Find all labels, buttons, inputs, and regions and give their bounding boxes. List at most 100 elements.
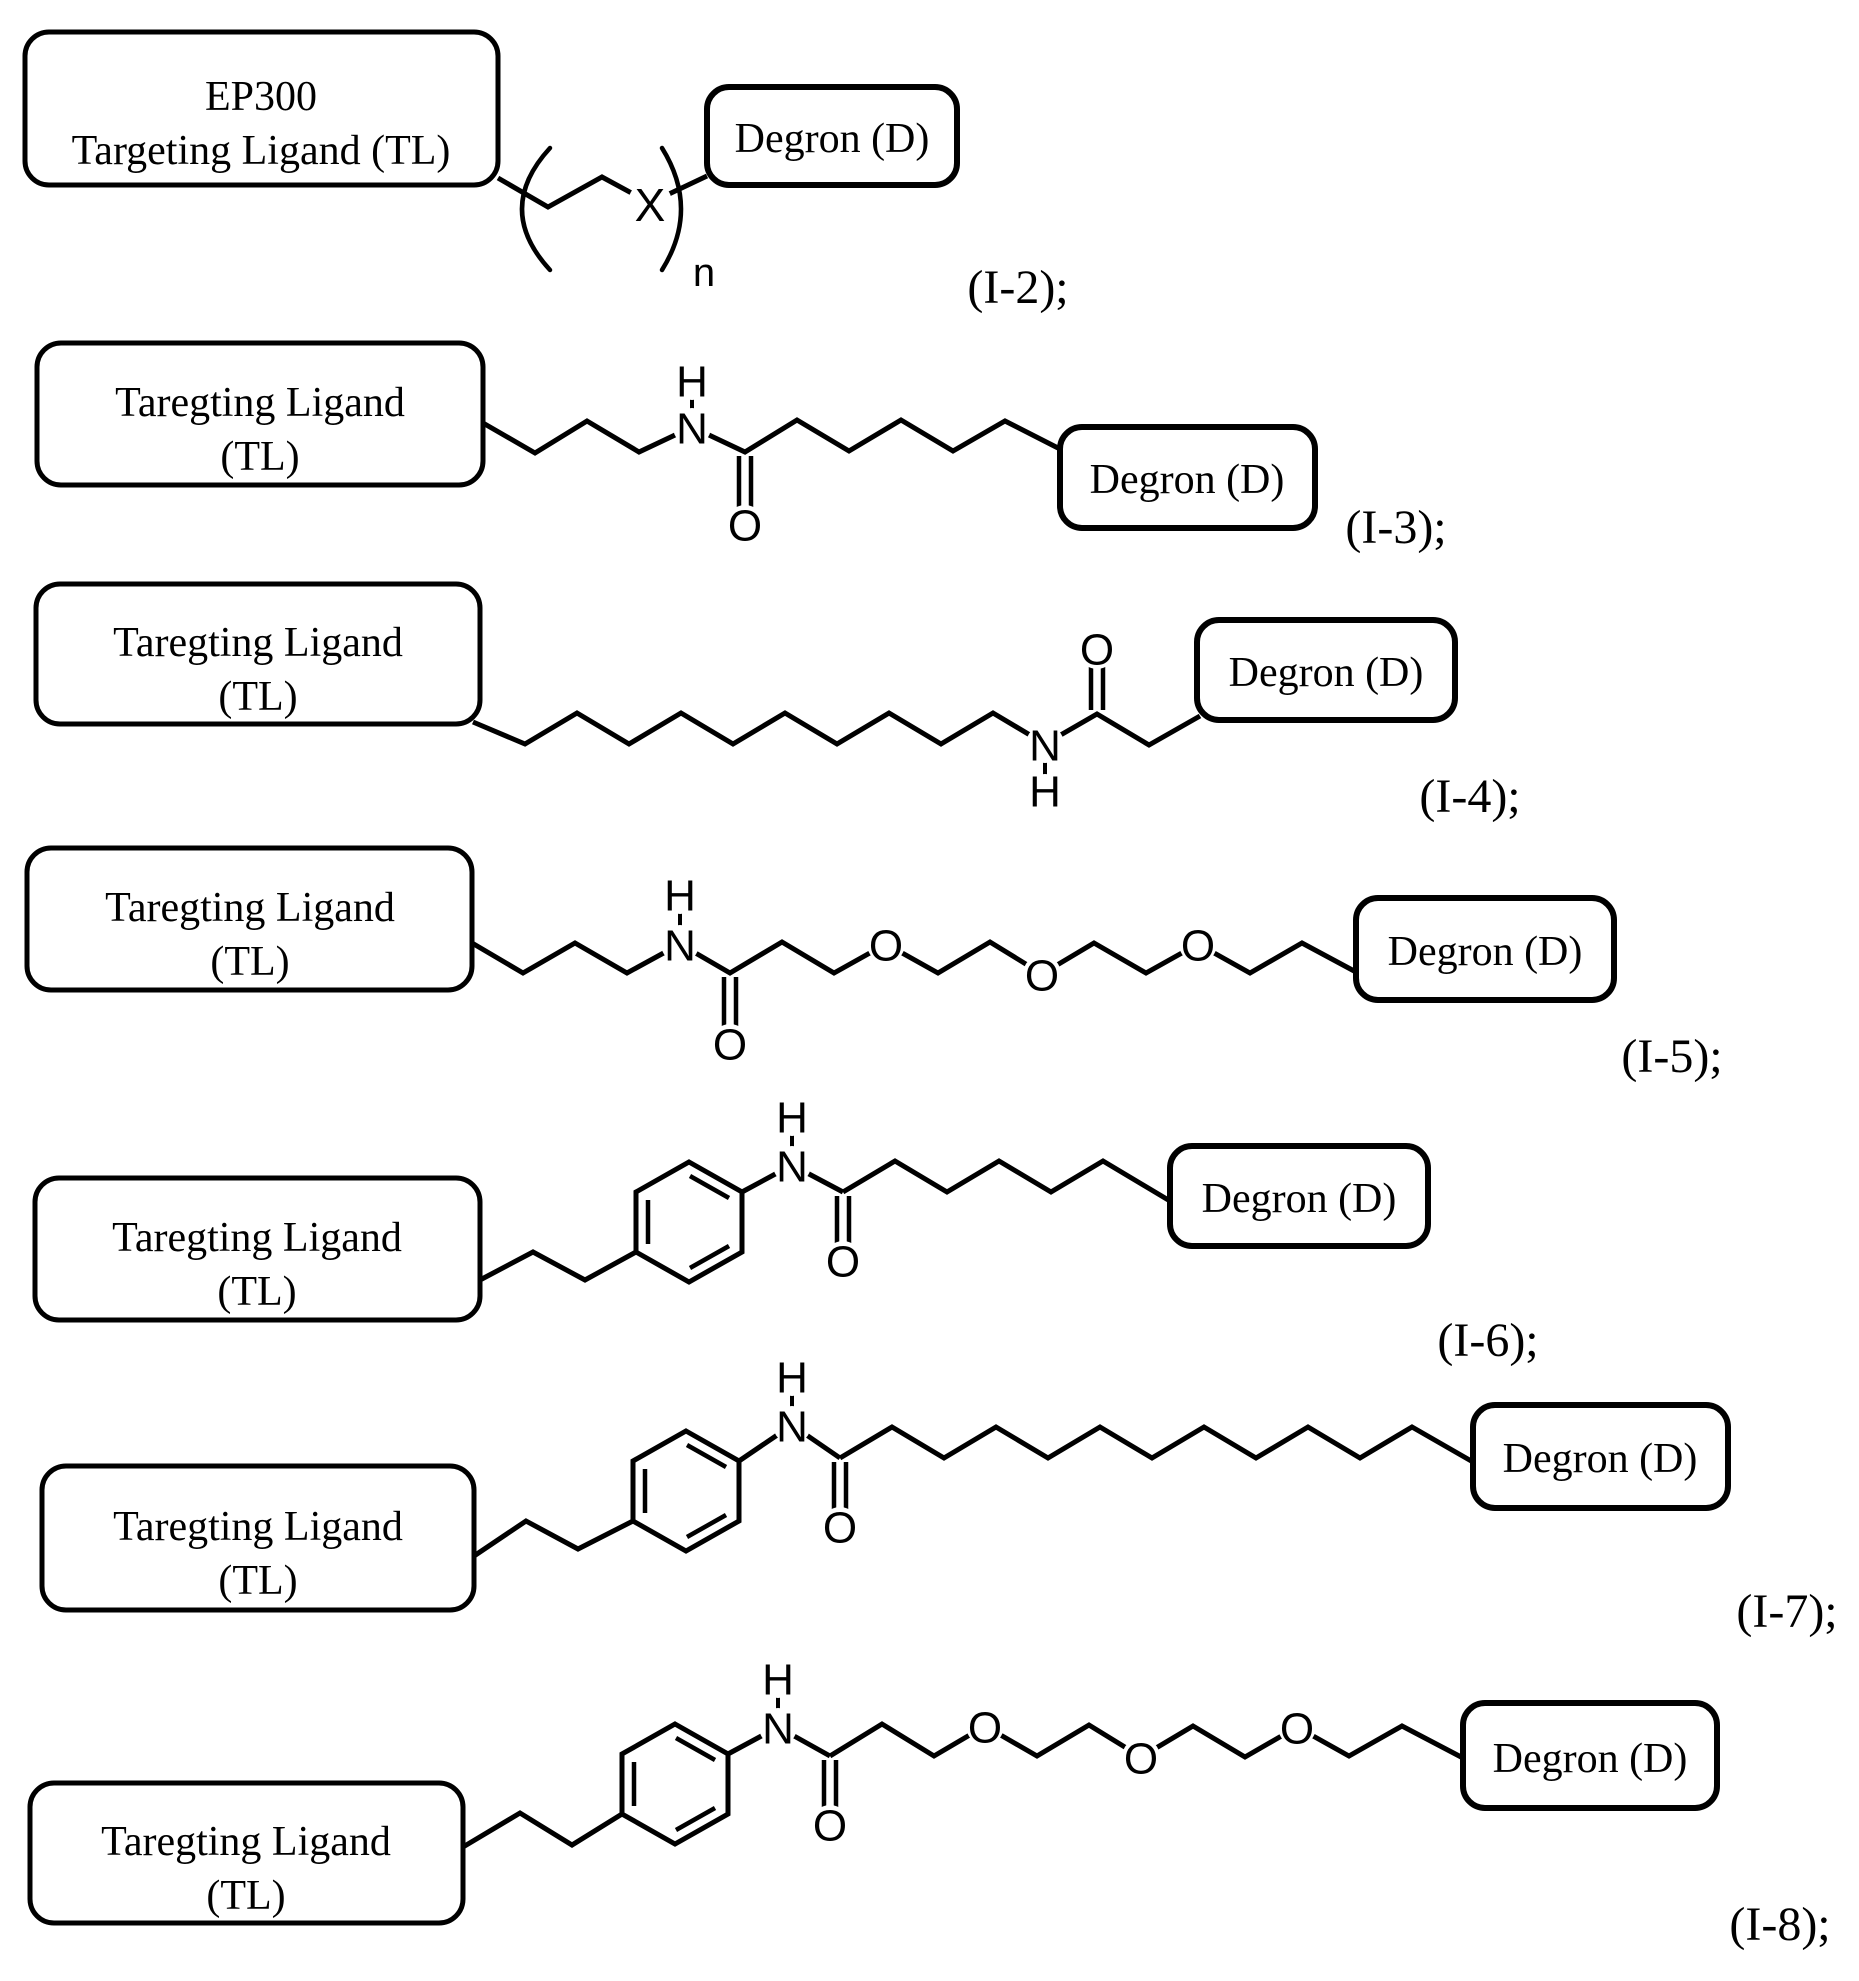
hydrogen-atom: H [664, 872, 696, 921]
oxygen-atom: O [728, 502, 762, 551]
targeting-ligand-box [34, 340, 486, 488]
tl-to-ring-chain [472, 1518, 635, 1559]
targeting-ligand-box [39, 1463, 477, 1613]
atom-mask [776, 1364, 808, 1396]
benzene-ring [622, 1724, 728, 1844]
formula-label: (I-6); [1437, 1314, 1538, 1367]
repeat-subscript-n: n [693, 251, 715, 295]
ether-oxygen-2: O [1124, 1735, 1158, 1784]
atom-mask [664, 882, 696, 914]
nitrogen-atom: N [676, 405, 708, 454]
degron-box [1460, 1700, 1720, 1811]
atom-mask [811, 1805, 849, 1843]
atom-mask [673, 408, 711, 446]
atom-mask [726, 505, 764, 543]
atom-mask [867, 925, 905, 963]
atom-mask [1023, 955, 1061, 993]
formula-label: (I-5); [1621, 1030, 1722, 1083]
formula-label: (I-4); [1419, 770, 1520, 823]
tl-label-line1: Taregting Ligand [112, 1215, 402, 1261]
atom-mask [773, 1146, 811, 1184]
oxygen-atom: O [713, 1021, 747, 1070]
benzene-ring [636, 1162, 742, 1282]
linker-x-atom: X [635, 179, 666, 231]
tl-label-line2: (TL) [220, 434, 299, 480]
ether-oxygen-3: O [1280, 1705, 1314, 1754]
atom-mask [776, 1104, 808, 1136]
alkyl-amide-chain [472, 710, 1202, 748]
atom-mask [1026, 725, 1064, 763]
atom-mask [773, 1406, 811, 1444]
benzene-ring [633, 1431, 739, 1551]
hydrogen-atom: H [1029, 768, 1061, 817]
nitrogen-atom: N [1029, 722, 1061, 771]
degron-box [1470, 1402, 1731, 1511]
left-parenthesis [519, 145, 553, 273]
degron-label: Degron (D) [1493, 1736, 1688, 1782]
formula-label: (I-7); [1736, 1585, 1837, 1638]
atom-mask [966, 1707, 1004, 1745]
degron-label: Degron (D) [1229, 650, 1424, 696]
formula-label: (I-3); [1345, 501, 1446, 554]
oxygen-atom: O [1080, 626, 1114, 675]
targeting-ligand-box [32, 1175, 483, 1323]
nitrogen-atom: N [664, 922, 696, 971]
atom-mask [759, 1708, 797, 1746]
degron-box [704, 84, 960, 188]
structure-I-6: N H O Taregting Ligand (TL) Degron (D) (… [32, 1094, 1539, 1367]
targeting-ligand-box [33, 581, 483, 727]
atom-mask [661, 925, 699, 963]
atom-mask [676, 368, 708, 400]
degron-box [1057, 424, 1318, 531]
right-parenthesis [659, 145, 684, 273]
formula-label: (I-2); [967, 261, 1068, 314]
tl-to-ring-chain [461, 1810, 624, 1850]
hydrogen-atom: H [776, 1094, 808, 1143]
alkyl-chain [841, 1158, 1172, 1204]
atom-mask [628, 181, 672, 225]
targeting-ligand-box [27, 1780, 466, 1926]
tl-label-line2: (TL) [218, 1558, 297, 1604]
alkyl-amide-chain [481, 417, 1060, 456]
nitrogen-atom: N [762, 1705, 794, 1754]
tl-to-ring-chain [478, 1249, 638, 1283]
formula-label: (I-8); [1729, 1898, 1830, 1951]
tl-label-line2: (TL) [206, 1873, 285, 1919]
nitrogen-atom: N [776, 1143, 808, 1192]
oxygen-atom: O [826, 1238, 860, 1287]
oxygen-atom: O [823, 1504, 857, 1553]
atom-mask [1278, 1708, 1316, 1746]
degron-label: Degron (D) [735, 116, 930, 162]
atom-mask [1078, 631, 1116, 669]
degron-label: Degron (D) [1090, 457, 1285, 503]
degron-box [1194, 617, 1458, 723]
structure-I-5: N H O O O O Taregting Ligand (TL) Degron… [24, 845, 1723, 1083]
ether-oxygen-2: O [1025, 952, 1059, 1001]
ether-oxygen-1: O [869, 922, 903, 971]
atom-mask [824, 1241, 862, 1279]
tl-label-line1: EP300 [205, 74, 317, 120]
degron-label: Degron (D) [1503, 1436, 1698, 1482]
atom-mask [1029, 774, 1061, 806]
atom-mask [711, 1024, 749, 1062]
structure-I-2: X n EP300 Targeting Ligand (TL) Degron (… [22, 29, 1069, 314]
tl-label-line2: (TL) [217, 1269, 296, 1315]
structure-I-8: N H O O O O Taregting Ligand (TL) Degron… [27, 1656, 1831, 1951]
hydrogen-atom: H [676, 358, 708, 407]
tl-label-line1: Taregting Ligand [113, 620, 403, 666]
degron-box [1353, 895, 1617, 1003]
tl-label-line2: (TL) [218, 674, 297, 720]
structure-I-4: N H O Taregting Ligand (TL) Degron (D) (… [33, 581, 1521, 823]
targeting-ligand-box [22, 29, 501, 188]
targeting-ligand-box [24, 845, 475, 993]
degron-box [1167, 1143, 1431, 1249]
atom-mask [821, 1507, 859, 1545]
tl-label-line1: Taregting Ligand [101, 1819, 391, 1865]
structure-I-7: N H O Taregting Ligand (TL) Degron (D) (… [39, 1354, 1838, 1638]
tl-label-line1: Taregting Ligand [113, 1504, 403, 1550]
tl-label-line2: Targeting Ligand (TL) [72, 128, 451, 174]
peg-amide-chain [470, 939, 1358, 977]
nitrogen-atom: N [776, 1403, 808, 1452]
